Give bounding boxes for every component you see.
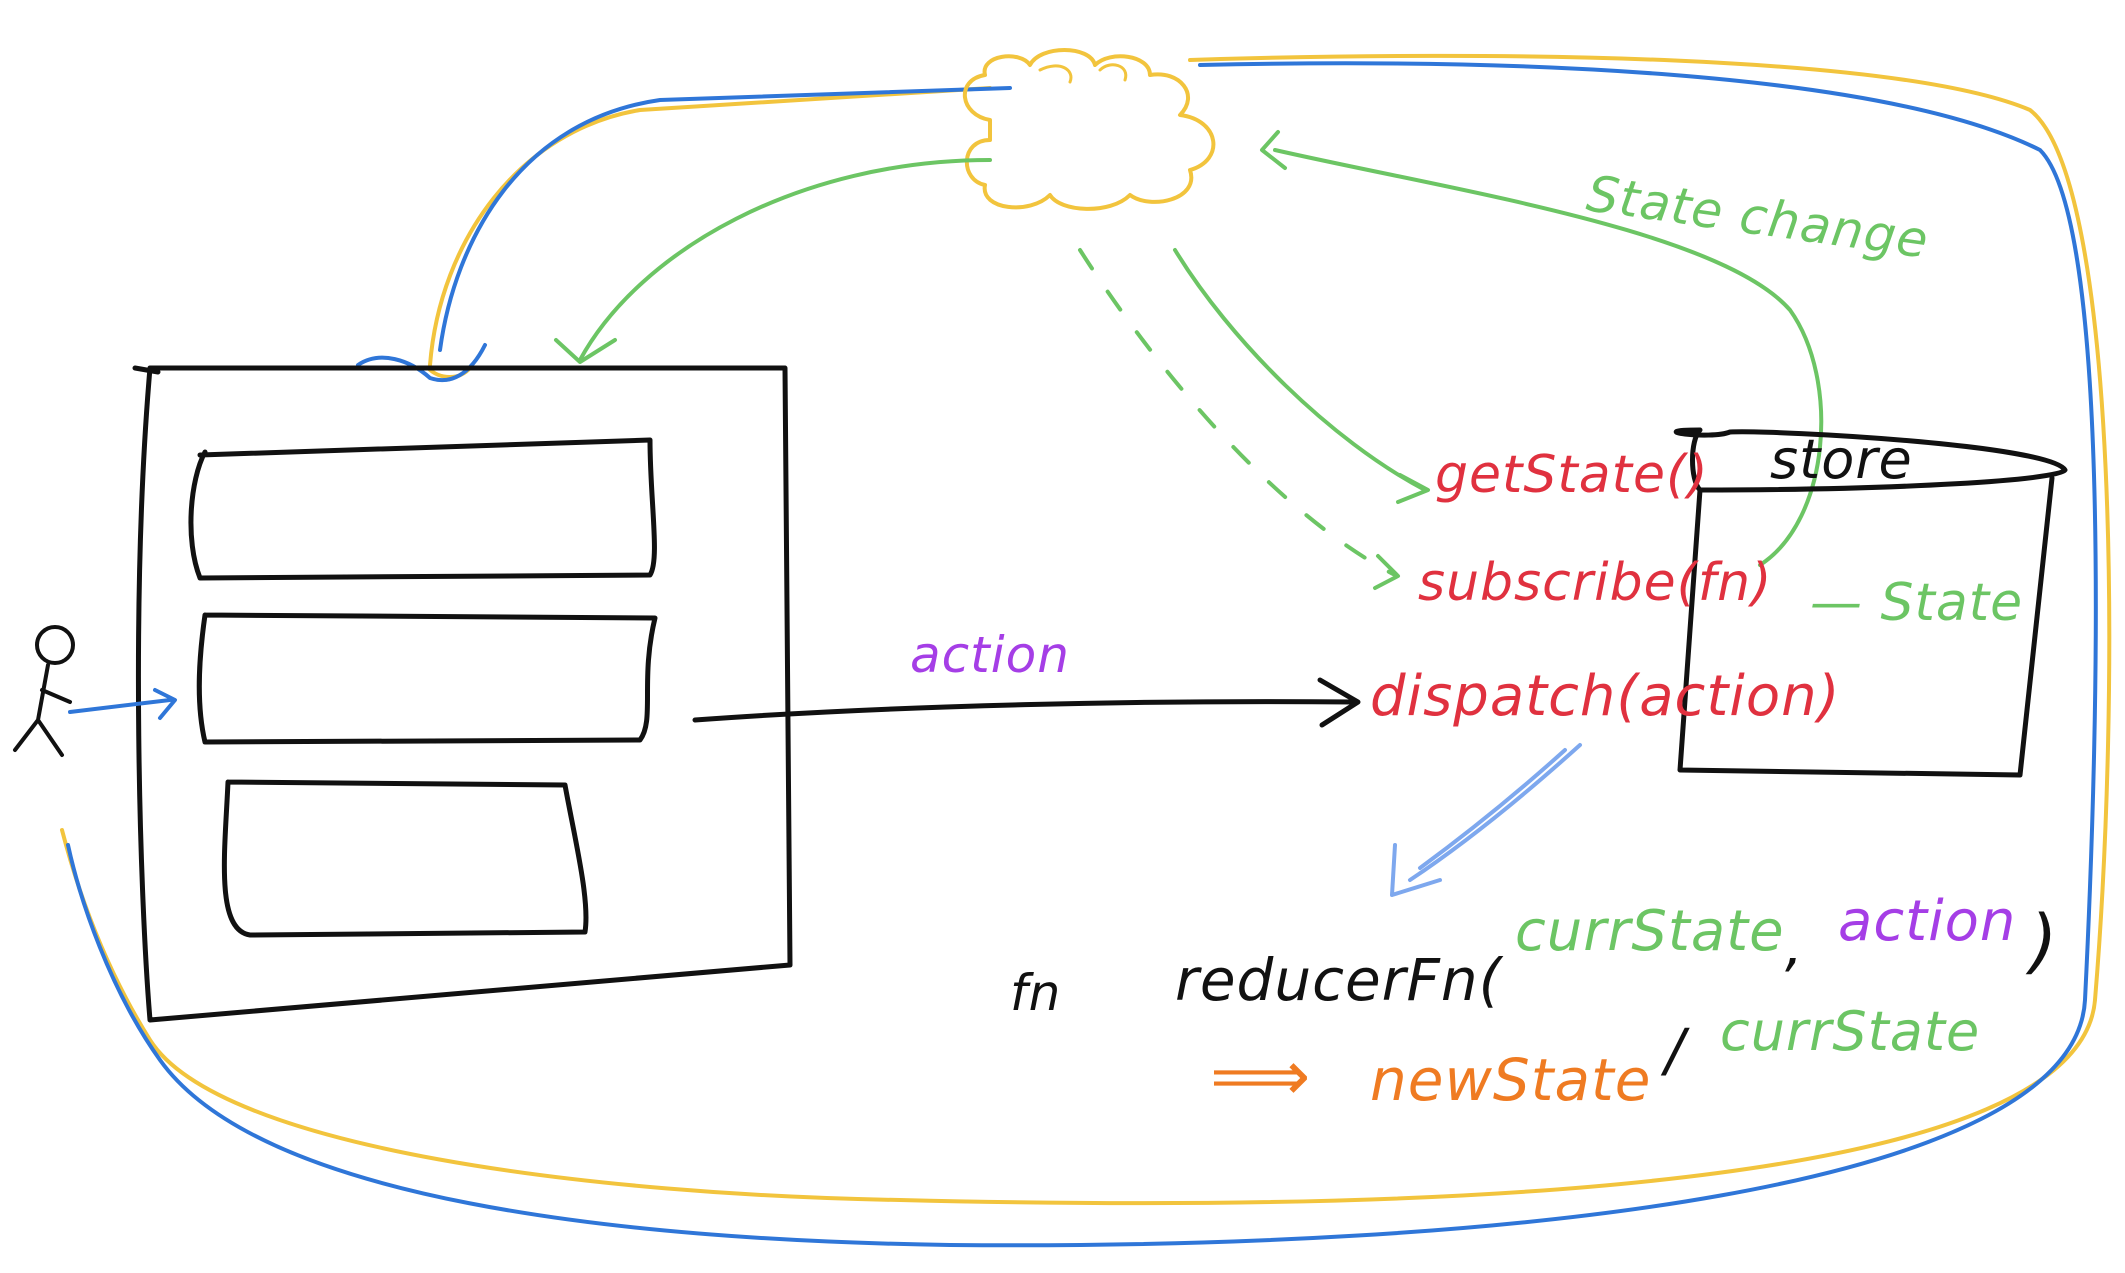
green-arrows [554, 130, 1824, 590]
get-state-label: getState() [1435, 445, 1709, 505]
ui-window [132, 365, 793, 1023]
curr-state-label-2: currState [1720, 1000, 1980, 1063]
dispatch-label: dispatch(action) [1370, 664, 1840, 729]
cloud-icon [963, 48, 1216, 211]
state-change-label: State change [1583, 164, 1932, 269]
user-icon [13, 625, 177, 757]
fn-label: fn [1010, 964, 1061, 1022]
reducer-close-paren: ) [2025, 900, 2058, 982]
ui-panel-1 [188, 437, 657, 581]
reducer-name: reducerFn( [1175, 946, 1504, 1014]
reducer-arg-curr-state: currState [1515, 899, 1785, 964]
store-box [1673, 427, 2068, 778]
dispatch-to-reducer-arrow [1390, 743, 1582, 897]
slash-label: / [1660, 1016, 1690, 1084]
state-label: — State [1810, 573, 2023, 633]
reducer-arg-comma: , [1785, 914, 1804, 979]
returns-arrow: ⟹ [1210, 1035, 1310, 1117]
new-state-label: newState [1370, 1046, 1651, 1114]
ui-panel-3 [221, 779, 589, 938]
action-label: action [910, 626, 1070, 684]
action-arrow [692, 677, 1361, 728]
store-label: store [1770, 428, 1913, 491]
reducer-arg-action: action [1838, 889, 2016, 954]
ui-panel-2 [196, 612, 658, 745]
subscribe-label: subscribe(fn) [1418, 553, 1772, 613]
